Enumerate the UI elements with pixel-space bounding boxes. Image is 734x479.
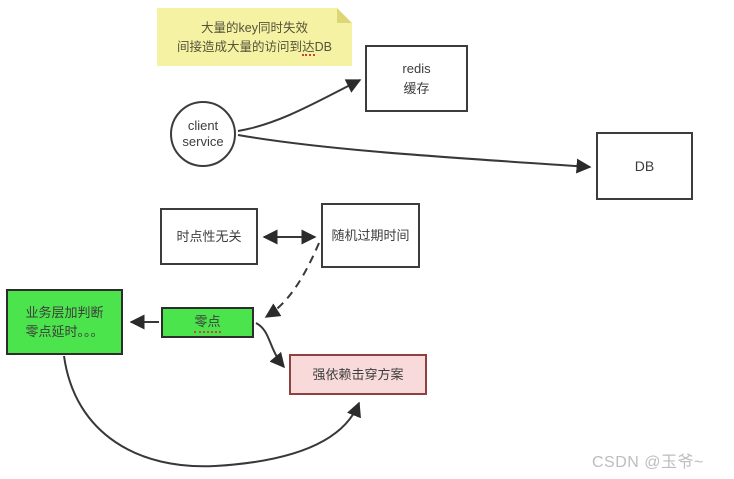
node-zero-point: 零点 [161,307,254,338]
sticky-note-line1: 大量的key同时失效 [201,21,308,35]
csdn-watermark: CSDN @玉爷~ [592,454,704,471]
node-timepoint-irrelevant: 时点性无关 [160,208,258,265]
sticky-note-line2: 间接造成大量的访问到达DB [177,40,332,57]
client-label-line1: client [187,117,219,133]
node-db: DB [596,132,693,200]
zero-point-label: 零点 [194,312,221,334]
client-label-line2: service [182,134,224,149]
db-label: DB [634,157,655,174]
sticky-note-fold-corner [337,8,352,23]
arrow-random-to-zero-dashed [264,242,320,318]
spellcheck-marked-text: 达 [302,40,315,57]
business-label-line1: 业务层加判断 [25,304,104,320]
arrow-client-to-redis [237,79,362,132]
arrow-zero-to-breakdown [255,322,285,369]
node-random-expire-time: 随机过期时间 [321,203,420,268]
breakdown-label: 强依赖击穿方案 [312,366,404,382]
redis-label-line1: redis [402,61,431,76]
node-breakdown-dependency-plan: 强依赖击穿方案 [289,354,427,395]
arrow-client-to-db [237,134,592,174]
node-client-service: client service [170,101,236,167]
redis-label-line2: 缓存 [403,80,430,96]
business-label-line2: 零点延时。。。 [25,324,104,339]
sticky-note: 大量的key同时失效 间接造成大量的访问到达DB [157,8,352,66]
random-expire-label: 随机过期时间 [331,227,410,243]
timepoint-label: 时点性无关 [176,228,242,244]
node-redis-cache: redis 缓存 [365,45,468,112]
node-business-layer-check: 业务层加判断 零点延时。。。 [6,289,123,355]
